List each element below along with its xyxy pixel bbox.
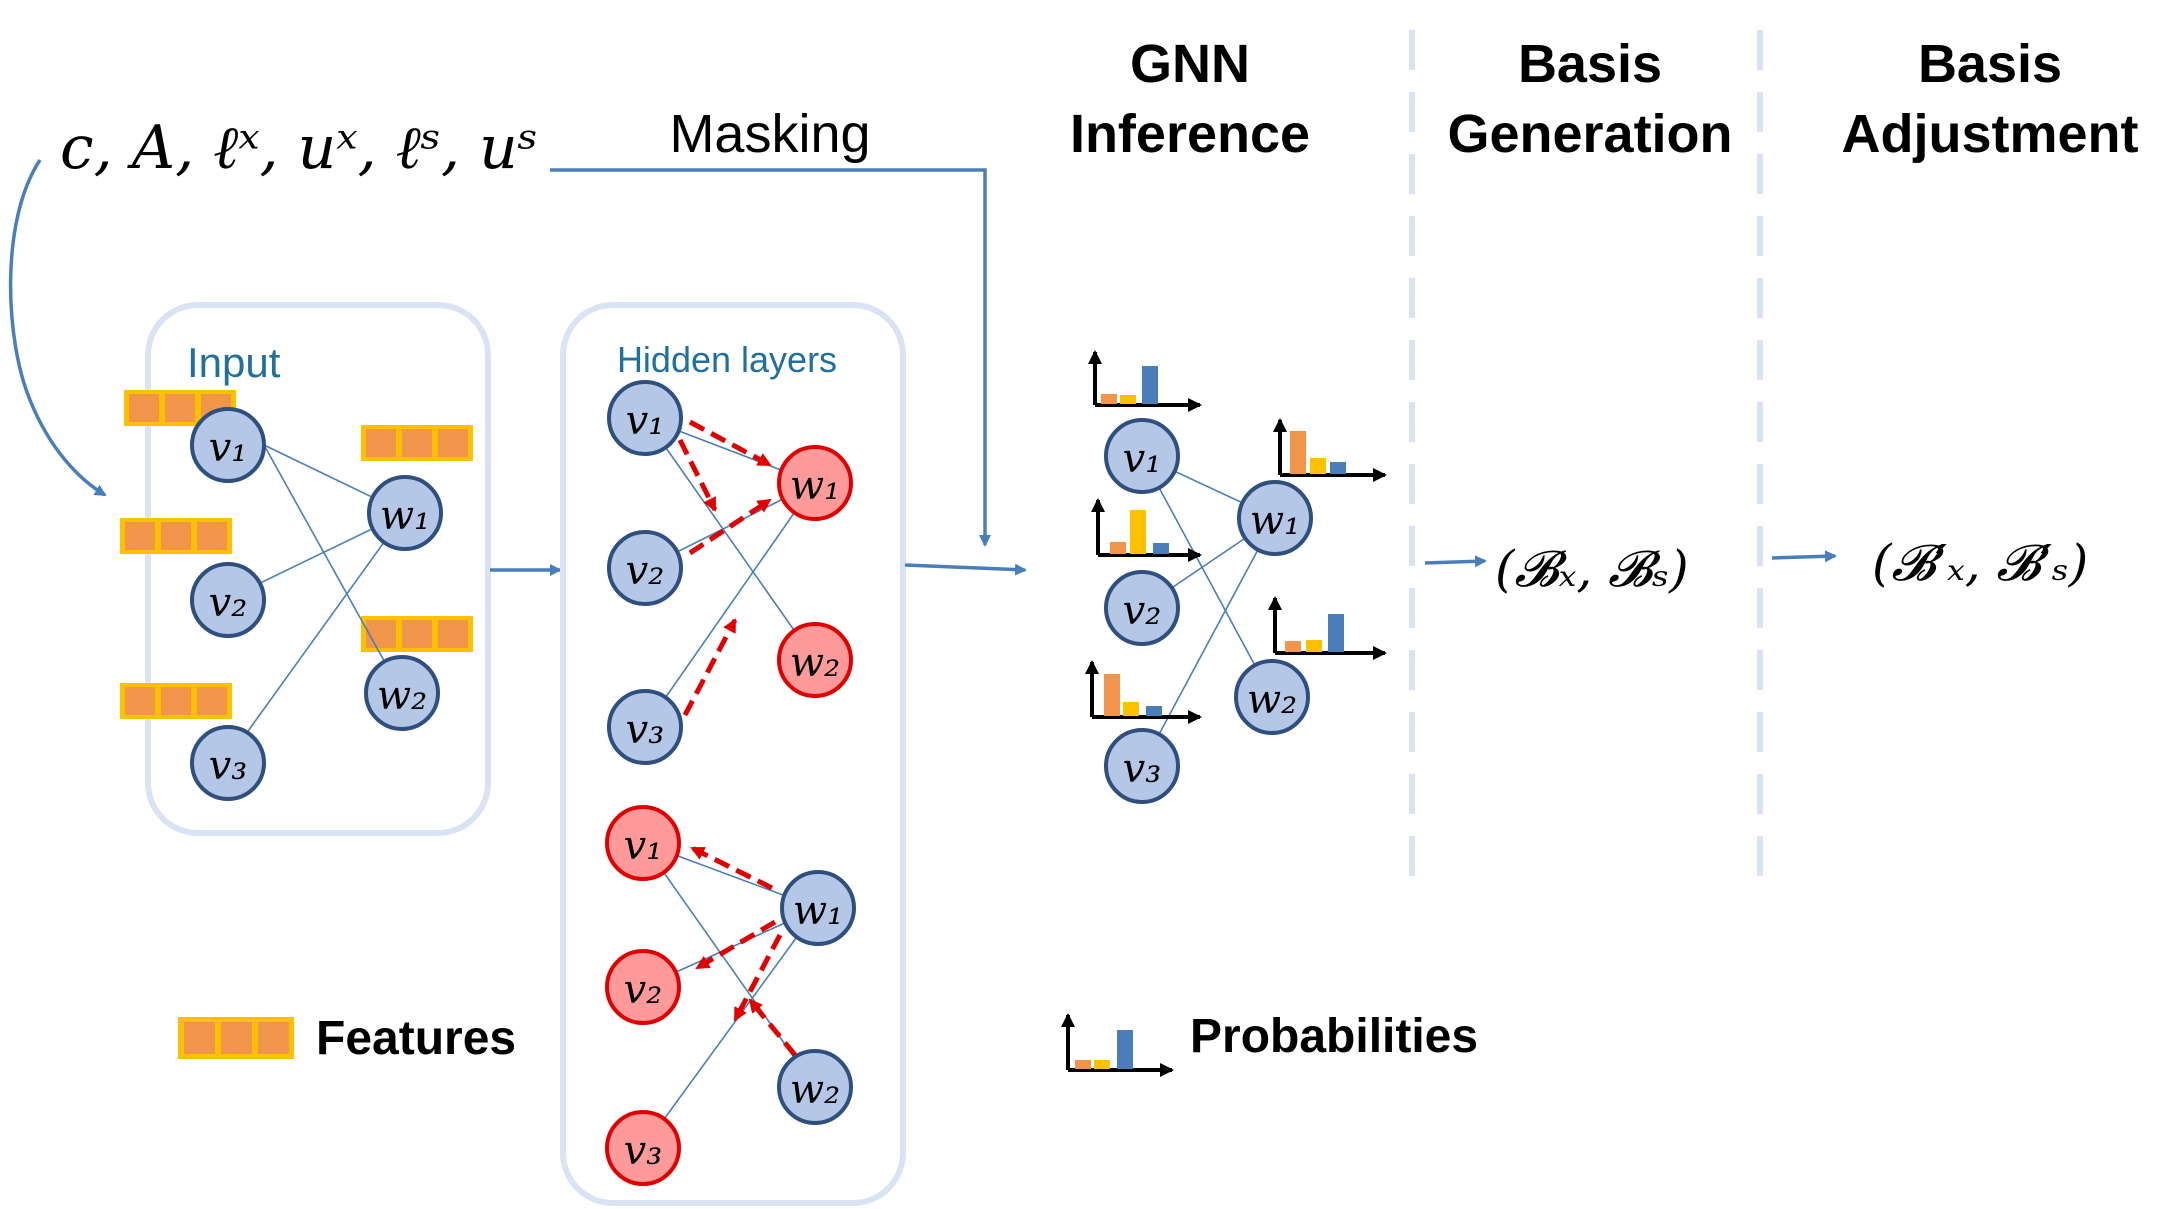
prob-bar [1104,674,1120,716]
svg-text:v₂: v₂ [626,548,665,594]
hidden-top-node-w2: w₂ [777,622,853,698]
prob-bar [1310,458,1326,474]
basis-to-adjusted-arrow [1771,550,1837,563]
prob-bar [1101,394,1117,404]
gnn-node-w2: w₂ [1234,659,1310,735]
svg-text:v₁: v₁ [1123,436,1162,482]
svg-text:v₃: v₃ [1123,746,1162,792]
svg-text:v₂: v₂ [624,967,663,1013]
svg-text:w₂: w₂ [1247,677,1297,723]
prob-bar [1153,543,1169,554]
gnn-to-basis-arrow [1424,555,1487,568]
hidden-bottom-node-v1: v₁ [605,805,681,881]
svg-text:v₁: v₁ [209,425,248,471]
prob-chart-v1 [1088,350,1202,412]
svg-text:w₁: w₁ [793,888,843,934]
prob-chart-v2 [1091,498,1202,562]
hidden-top-node-w1: w₁ [777,445,853,521]
prob-bar [1123,702,1139,716]
prob-bar [1306,640,1322,652]
prob-chart-v3 [1085,660,1202,724]
basis-output: (𝓑ₓ, 𝓑ₛ) [1495,540,1689,598]
legend-features-label: Features [316,1012,516,1065]
basis-adjustment-title-line1: Basis [1918,34,2062,94]
feature-box [120,683,232,719]
params-to-input-arrow [8,159,107,497]
hidden-bottom-node-w2: w₂ [777,1049,853,1125]
gnn-node-v3: v₃ [1104,728,1180,804]
legend-features-icon [178,1017,294,1059]
hidden-bottom-node-v2: v₂ [605,949,681,1025]
gnn-node-v2: v₂ [1104,570,1180,646]
input-node-w2: w₂ [364,655,440,731]
svg-text:v₁: v₁ [626,398,665,444]
params-formula: c, A, ℓˣ, uˣ, ℓˢ, uˢ [60,113,538,183]
prob-chart-w2 [1268,596,1387,660]
basis-adjusted-output: (𝓑′ₓ, 𝓑′ₛ) [1872,534,2088,592]
svg-text:w₁: w₁ [380,493,430,539]
hidden-top-messages [677,419,772,717]
hidden-top-node-v2: v₂ [607,530,683,606]
input-node-w1: w₁ [367,475,443,551]
prob-bar [1330,462,1346,474]
input-node-v2: v₂ [190,562,266,638]
prob-bar [1146,706,1162,716]
input-panel [145,302,491,836]
input-node-v1: v₁ [190,407,266,483]
legend-probabilities-icon [1061,1013,1174,1077]
svg-text:w₂: w₂ [790,1067,840,1113]
input-node-v3: v₃ [190,725,266,801]
gnn-node-w1: w₁ [1237,480,1313,556]
hidden-bottom-node-v3: v₃ [605,1110,681,1186]
prob-chart-w1 [1273,418,1387,482]
hidden-top-node-v3: v₃ [607,689,683,765]
svg-text:v₃: v₃ [624,1128,663,1174]
prob-bar [1142,366,1158,404]
hidden-layers-panel [560,302,906,1206]
svg-text:v₁: v₁ [624,823,663,869]
feature-box [361,616,473,652]
svg-text:w₁: w₁ [790,463,840,509]
svg-text:v₃: v₃ [209,743,248,789]
svg-text:w₁: w₁ [1250,498,1300,544]
hidden-bottom-messages [690,845,797,1057]
basis-adjustment-title-line2: Adjustment [1842,104,2139,164]
svg-text:v₃: v₃ [626,707,665,753]
svg-text:v₂: v₂ [1123,588,1162,634]
prob-bar [1290,431,1306,474]
hidden-bottom-node-w1: w₁ [780,870,856,946]
legend-probabilities-label: Probabilities [1190,1010,1478,1063]
prob-bar [1328,614,1344,652]
hidden-top-node-v1: v₁ [607,380,683,456]
feature-box [361,425,473,461]
basis-generation-title-line1: Basis [1518,34,1662,94]
svg-text:v₂: v₂ [209,580,248,626]
hidden-to-gnn-arrow [904,563,1027,576]
feature-box [120,518,232,554]
masking-arrow [550,168,991,547]
prob-bar [1110,542,1126,554]
masking-label: Masking [669,104,870,164]
prob-bar [1285,641,1301,652]
input-panel-title: Input [187,339,281,386]
prob-bar [1120,395,1136,404]
gnn-inference-title-line1: GNN [1130,34,1250,94]
gnn-inference-title-line2: Inference [1070,104,1310,164]
svg-text:w₂: w₂ [377,673,427,719]
prob-bar [1130,510,1146,554]
hidden-layers-panel-title: Hidden layers [617,339,837,380]
gnn-node-v1: v₁ [1104,418,1180,494]
svg-text:w₂: w₂ [790,640,840,686]
basis-generation-title-line2: Generation [1447,104,1732,164]
